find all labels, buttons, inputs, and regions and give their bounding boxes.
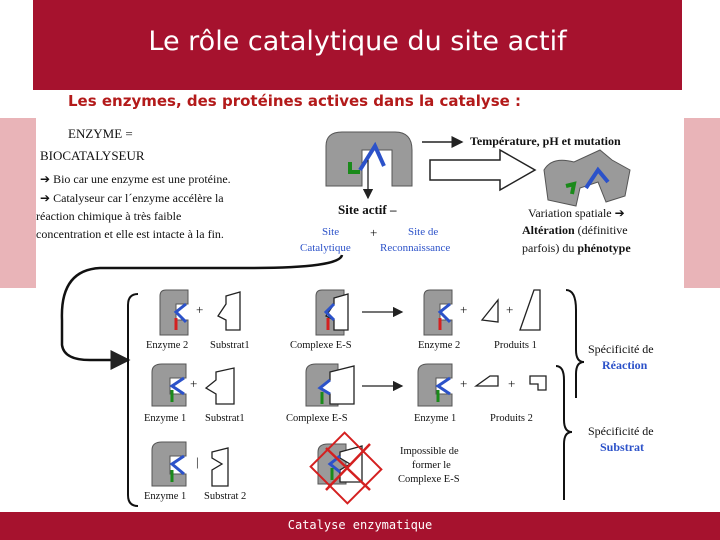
enzyme-label: ENZYME = [68,126,133,141]
plus-sign: + [370,225,378,240]
arrow-icon: ➔ [611,206,625,220]
brace-reaction [565,289,585,398]
left-bracket [127,293,139,507]
site-catalytique-1: Site [322,226,340,238]
plus-sign: | [196,454,199,469]
site-reconnaissance-2: Reconnaissance [380,242,451,254]
row2-enzyme-after: Enzyme 1 [414,413,457,424]
arrow-icon: ➔ [40,172,54,186]
bullet-catalyseur-line3: concentration et elle est intacte à la f… [36,227,224,241]
cross-mark [309,431,383,505]
slide-title: Le rôle catalytique du site actif [148,26,567,57]
hollow-arrow [429,148,537,192]
altered-enzyme-shape [543,149,631,207]
bullet-bio: ➔ Bio car une enzyme est une protéine. [40,172,231,186]
footer-text: Catalyse enzymatique [287,518,433,532]
row3-enzyme: Enzyme 1 [144,491,187,502]
footer-bar [0,512,720,540]
impossible-line3: Complexe E-S [398,474,460,485]
site-reconnaissance-1: Site de [408,226,439,238]
section-heading: Les enzymes, des protéines actives dans … [68,92,522,110]
specificite-substrat-label: Spécificité de [588,424,654,438]
phenotype-line: parfois) du phénotype [522,241,631,255]
impossible-line2: former le [412,460,451,471]
row1-enzyme: Enzyme 2 [146,340,189,351]
plus-sign: + [508,376,516,391]
active-site-title: Site actif – [338,202,397,217]
specificite-reaction-word: Réaction [602,358,648,372]
curved-connector [60,254,344,370]
left-side-band [0,118,36,288]
row2-complexe: Complexe E-S [286,413,348,424]
brace-substrat [555,365,573,500]
bullet-catalyseur-line2: réaction chimique à très faible [36,209,182,223]
factors-label: Température, pH et mutation [470,134,621,148]
arrow-icon: ➔ [40,191,54,205]
variation-label: Variation spatiale ➔ [528,206,625,220]
row1-graphics [159,289,541,336]
specificite-substrat-word: Substrat [600,440,645,454]
biocatalyseur-label: BIOCATALYSEUR [40,148,145,163]
row3-graphics [151,431,383,505]
plus-sign: + [196,302,204,317]
site-catalytique-2: Catalytique [300,242,351,254]
row1-substrat: Substrat1 [210,340,250,351]
title-bar [33,0,682,90]
plus-sign: + [190,376,198,391]
right-side-band [684,118,720,288]
row1-complexe: Complexe E-S [290,340,352,351]
row2-graphics [151,363,547,407]
plus-sign: + [506,302,514,317]
row2-enzyme: Enzyme 1 [144,413,187,424]
row1-enzyme-after: Enzyme 2 [418,340,461,351]
specificite-reaction-label: Spécificité de [588,342,654,356]
impossible-line1: Impossible de [400,446,459,457]
row2-produits: Produits 2 [490,413,533,424]
row3-substrat: Substrat 2 [204,491,247,502]
row2-substrat: Substrat1 [205,413,245,424]
bullet-catalyseur: ➔ Catalyseur car l´enzyme accélère la [40,191,224,205]
plus-sign: + [460,302,468,317]
row1-produits: Produits 1 [494,340,537,351]
plus-sign: + [460,376,468,391]
native-enzyme-shape [325,131,413,187]
alteration-line: Altération (définitive [522,223,628,237]
